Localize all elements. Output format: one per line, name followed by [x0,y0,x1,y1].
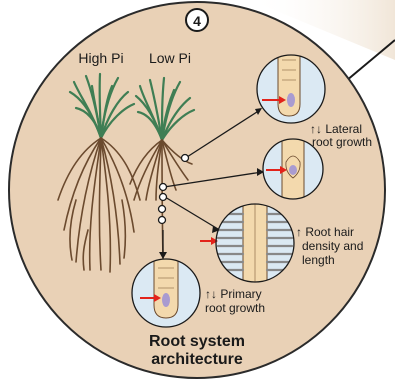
callout-root-hair-line1: ↑ Root hair [296,225,354,239]
callout-lateral-line1: ↑↓ Lateral [310,122,362,136]
callout-primary-line2: root growth [205,301,265,315]
background-circle [9,2,385,378]
callout-primary-line1: ↑↓ Primary [205,287,262,301]
callout-lateral-line2: root growth [312,135,372,149]
title-line2: architecture [151,351,243,368]
inset-lateral-root-bottom [263,138,323,200]
callout-root-hair-line3: length [302,253,335,267]
callout-root-hair-line2: density and [302,239,363,253]
plant-label-high-pi: High Pi [78,50,123,66]
panel-number: 4 [193,13,201,29]
title-line1: Root system [149,333,245,350]
panel-number-badge: 4 [186,9,208,31]
plant-label-low-pi: Low Pi [149,50,191,66]
